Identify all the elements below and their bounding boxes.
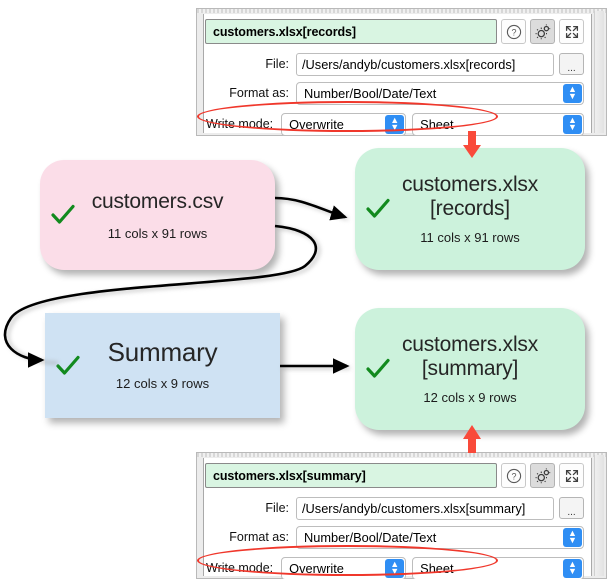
flow-node-summary[interactable]: Summary 12 cols x 9 rows xyxy=(45,313,280,418)
write-mode-select-summary[interactable]: Overwrite ▲▼ xyxy=(281,556,407,579)
write-mode-row-summary: Write mode: Overwrite ▲▼ Sheet ▲▼ xyxy=(205,556,584,579)
write-mode-label: Write mode: xyxy=(206,561,274,575)
flow-node-customers-xlsx-summary[interactable]: customers.xlsx [summary] 12 cols x 9 row… xyxy=(355,308,585,430)
panel-scrollbar[interactable] xyxy=(594,455,604,576)
flow-node-customers-csv[interactable]: customers.csv 11 cols x 91 rows xyxy=(40,160,275,270)
write-mode-row-records: Write mode: Overwrite ▲▼ Sheet ▲▼ xyxy=(205,112,584,136)
format-label: Format as: xyxy=(229,86,289,100)
svg-text:?: ? xyxy=(511,27,516,37)
node-subtitle: 11 cols x 91 rows xyxy=(420,230,520,245)
format-label: Format as: xyxy=(229,530,289,544)
file-label: File: xyxy=(265,501,289,515)
write-mode-value: Overwrite xyxy=(289,116,344,132)
chevron-updown-icon[interactable]: ▲▼ xyxy=(563,83,582,103)
settings-panel-summary: customers.xlsx[summary] ? xyxy=(196,452,607,579)
help-icon[interactable]: ? xyxy=(501,19,526,44)
node-title-line2: [summary] xyxy=(421,357,519,380)
format-row-summary: Format as: Number/Bool/Date/Text ▲▼ xyxy=(205,525,584,549)
format-row-records: Format as: Number/Bool/Date/Text ▲▼ xyxy=(205,81,584,105)
flow-node-customers-xlsx-records[interactable]: customers.xlsx [records] 11 cols x 91 ro… xyxy=(355,148,585,270)
expand-icon[interactable] xyxy=(559,463,584,488)
browse-button-summary[interactable]: ... xyxy=(559,497,584,519)
write-mode-label: Write mode: xyxy=(206,117,274,131)
status-ok-icon xyxy=(51,204,75,224)
sheet-select-summary[interactable]: Sheet ▲▼ xyxy=(412,556,584,579)
node-title-line1: customers.xlsx xyxy=(401,333,539,356)
help-icon[interactable]: ? xyxy=(501,463,526,488)
status-ok-icon xyxy=(366,358,390,378)
write-mode-select-records[interactable]: Overwrite ▲▼ xyxy=(281,112,407,136)
format-select-value: Number/Bool/Date/Text xyxy=(304,85,437,101)
file-input-records[interactable]: /Users/andyb/customers.xlsx[records] xyxy=(296,52,554,76)
node-title-line2: [records] xyxy=(430,197,510,220)
node-subtitle: 12 cols x 9 rows xyxy=(115,376,210,391)
write-mode-value: Overwrite xyxy=(289,560,344,576)
file-input-summary[interactable]: /Users/andyb/customers.xlsx[summary] xyxy=(296,496,554,520)
format-select-value: Number/Bool/Date/Text xyxy=(304,529,437,545)
chevron-updown-icon[interactable]: ▲▼ xyxy=(385,114,405,134)
file-row-summary: File: /Users/andyb/customers.xlsx[summar… xyxy=(205,496,584,520)
format-select-summary[interactable]: Number/Bool/Date/Text ▲▼ xyxy=(296,525,584,549)
panel-title-records[interactable]: customers.xlsx[records] xyxy=(205,19,497,44)
status-ok-icon xyxy=(56,355,80,375)
sheet-value: Sheet xyxy=(420,116,454,132)
chevron-updown-icon[interactable]: ▲▼ xyxy=(385,558,405,578)
node-title: customers.csv xyxy=(91,189,224,213)
chevron-updown-icon[interactable]: ▲▼ xyxy=(563,558,582,578)
panel-title-row: customers.xlsx[records] ? xyxy=(205,19,584,44)
status-ok-icon xyxy=(366,198,390,218)
sheet-select-records[interactable]: Sheet ▲▼ xyxy=(412,112,584,136)
sheet-value: Sheet xyxy=(420,560,454,576)
gear-icon[interactable] xyxy=(530,463,555,488)
panel-top-edge xyxy=(197,453,606,457)
node-title-line1: customers.xlsx xyxy=(401,173,539,196)
node-subtitle: 12 cols x 9 rows xyxy=(423,390,517,405)
edge-csv-to-records xyxy=(274,196,348,221)
chevron-updown-icon[interactable]: ▲▼ xyxy=(563,527,582,547)
expand-icon[interactable] xyxy=(559,19,584,44)
chevron-updown-icon[interactable]: ▲▼ xyxy=(563,114,582,134)
node-title: Summary xyxy=(107,337,218,367)
browse-button-records[interactable]: ... xyxy=(559,53,584,75)
panel-title-row: customers.xlsx[summary] ? xyxy=(205,463,584,488)
gear-icon[interactable] xyxy=(530,19,555,44)
format-select-records[interactable]: Number/Bool/Date/Text ▲▼ xyxy=(296,81,584,105)
panel-title-summary[interactable]: customers.xlsx[summary] xyxy=(205,463,497,488)
file-row-records: File: /Users/andyb/customers.xlsx[record… xyxy=(205,52,584,76)
panel-top-edge xyxy=(197,9,606,13)
file-label: File: xyxy=(265,57,289,71)
settings-panel-records: customers.xlsx[records] ? xyxy=(196,8,607,136)
svg-text:?: ? xyxy=(511,471,516,481)
node-subtitle: 11 cols x 91 rows xyxy=(107,225,208,241)
panel-scrollbar[interactable] xyxy=(594,11,604,133)
